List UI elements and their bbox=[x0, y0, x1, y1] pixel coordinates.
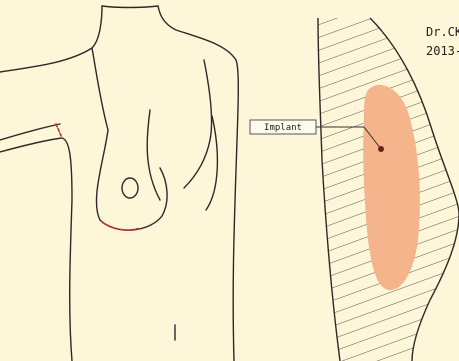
arm-lower-edge bbox=[0, 138, 72, 361]
signature-line1: Dr.CK bbox=[426, 25, 459, 39]
signature-line2: 2013- bbox=[426, 44, 459, 58]
torso-outline-left bbox=[0, 6, 102, 72]
torso-outline-right bbox=[158, 6, 238, 361]
torso-front-view bbox=[0, 6, 238, 361]
breast-outline bbox=[96, 130, 167, 230]
chest-line bbox=[92, 48, 108, 130]
signature: Dr.CK 2013- bbox=[426, 25, 459, 58]
inframammary-incision bbox=[102, 222, 140, 230]
implant-label-text: Implant bbox=[264, 123, 302, 133]
neck-line bbox=[102, 6, 158, 8]
cleavage-line bbox=[147, 110, 160, 200]
arm-upper-edge bbox=[0, 124, 60, 140]
axillary-incision bbox=[56, 124, 62, 138]
nipple bbox=[122, 178, 138, 198]
breast-upper-contour bbox=[184, 60, 212, 188]
